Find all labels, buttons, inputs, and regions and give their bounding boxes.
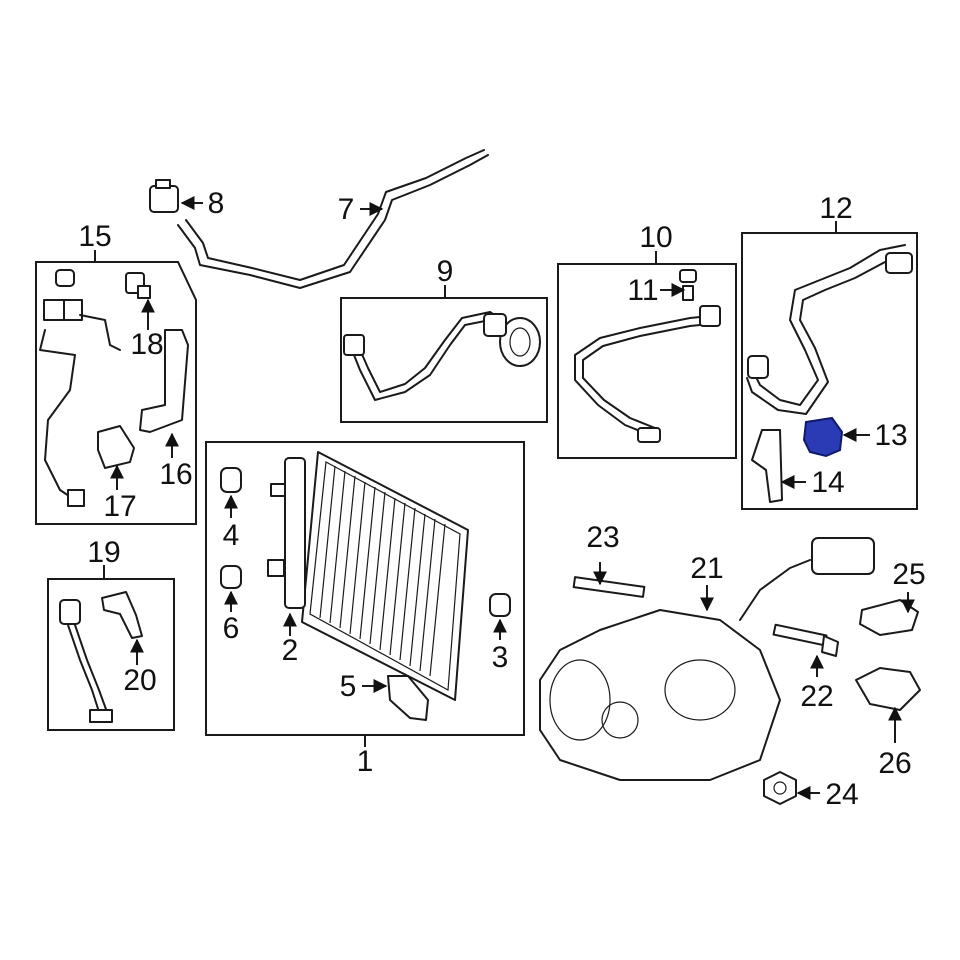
cushion-4[interactable]: [220, 467, 242, 493]
callout-11[interactable]: 11: [627, 274, 658, 307]
bracket-5[interactable]: [387, 675, 429, 721]
callout-22[interactable]: 22: [800, 680, 833, 713]
callout-2[interactable]: 2: [282, 634, 299, 667]
ac-line-19[interactable]: [59, 599, 113, 723]
cap-11[interactable]: [679, 269, 697, 301]
ac-line-15[interactable]: [39, 269, 121, 507]
callout-13[interactable]: 13: [874, 419, 907, 452]
callout-9[interactable]: 9: [437, 255, 454, 288]
bracket-26[interactable]: [855, 667, 921, 711]
receiver-2[interactable]: [267, 457, 306, 609]
callout-26[interactable]: 26: [878, 747, 911, 780]
ac-line-12[interactable]: [746, 244, 913, 415]
callout-12[interactable]: 12: [819, 192, 852, 225]
switch-13[interactable]: [802, 416, 844, 458]
bracket-25[interactable]: [859, 599, 919, 636]
bolt-23[interactable]: [572, 576, 646, 598]
leader-arrows: [94, 196, 915, 800]
connector-8[interactable]: [149, 179, 179, 213]
callout-20[interactable]: 20: [123, 664, 156, 697]
callout-10[interactable]: 10: [639, 221, 672, 254]
ac-line-9[interactable]: [343, 311, 541, 401]
clamp-17[interactable]: [97, 425, 135, 469]
nut-24[interactable]: [763, 771, 797, 805]
callout-24[interactable]: 24: [825, 778, 858, 811]
box-19: [47, 578, 175, 731]
callout-4[interactable]: 4: [223, 519, 240, 552]
callout-15[interactable]: 15: [78, 220, 111, 253]
ac-line-7[interactable]: [177, 149, 489, 289]
bolt-22[interactable]: [772, 623, 839, 657]
bracket-14[interactable]: [751, 429, 783, 503]
box-10: [557, 263, 737, 459]
callout-16[interactable]: 16: [159, 458, 192, 491]
box-15: [35, 261, 197, 525]
compressor-21[interactable]: [539, 537, 875, 781]
bracket-16[interactable]: [139, 329, 189, 433]
callout-17[interactable]: 17: [103, 490, 136, 523]
callout-5[interactable]: 5: [340, 670, 357, 703]
callout-25[interactable]: 25: [892, 558, 925, 591]
callout-3[interactable]: 3: [492, 641, 509, 674]
callout-21[interactable]: 21: [690, 552, 723, 585]
callout-18[interactable]: 18: [130, 328, 163, 361]
callout-14[interactable]: 14: [811, 466, 844, 499]
callout-6[interactable]: 6: [223, 612, 240, 645]
condenser-1[interactable]: [301, 451, 469, 701]
ac-line-10[interactable]: [574, 305, 721, 443]
bracket-20[interactable]: [101, 591, 143, 639]
callout-labels: 1 2 3 4 5 6 7 8 9 10 11 12 13 14 15 16 1…: [78, 187, 925, 811]
valve-18[interactable]: [125, 272, 151, 299]
callout-19[interactable]: 19: [87, 536, 120, 569]
cushion-6[interactable]: [220, 565, 242, 589]
callout-7[interactable]: 7: [338, 193, 355, 226]
callout-8[interactable]: 8: [208, 187, 225, 220]
cushion-3[interactable]: [489, 593, 511, 617]
callout-1[interactable]: 1: [357, 745, 374, 778]
callout-23[interactable]: 23: [586, 521, 619, 554]
box-12: [741, 232, 918, 510]
